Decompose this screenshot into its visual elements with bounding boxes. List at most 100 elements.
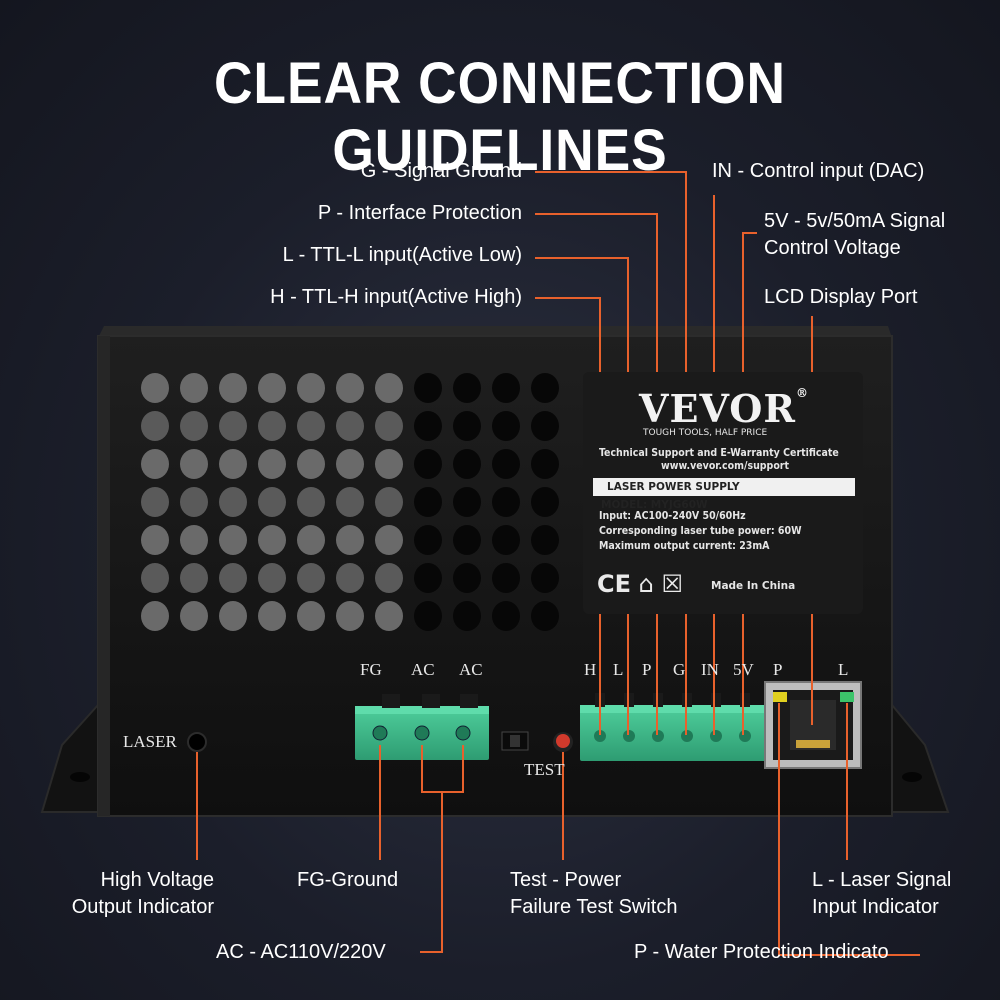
vent-hole [180,449,208,479]
vent-hole [180,487,208,517]
vent-hole [492,601,520,631]
vent-hole [375,525,403,555]
certification-icons: CE ⌂ ☒ [597,570,683,598]
vent-hole [492,411,520,441]
test-label: TEST [524,760,565,779]
terminal-screw [652,730,664,742]
vent-hole [258,411,286,441]
terminal-screw [623,730,635,742]
vent-hole [141,487,169,517]
vent-hole [180,373,208,403]
led-label-p: P [773,660,783,679]
vent-hole [531,373,559,403]
pin-label-5v: 5V [733,660,754,679]
vent-hole [141,411,169,441]
vent-hole [375,487,403,517]
callout-hv-line2: Output Indicator [71,896,214,918]
callout-test-line1: Test - Power [510,869,622,891]
callout-test-line2: Failure Test Switch [510,896,678,918]
page-title: CLEAR CONNECTION GUIDELINES [213,51,787,183]
pin-label-h: H [584,660,597,679]
vent-hole [336,563,364,593]
product-bar: LASER POWER SUPPLY MODEL: MYJG60W [593,478,855,511]
spec-tube-power: Corresponding laser tube power: 60W [599,525,802,537]
vent-hole [414,563,442,593]
home-icon: ⌂ [638,570,654,598]
vent-hole [219,449,247,479]
vent-hole [453,449,481,479]
mounting-flange-right [886,702,950,813]
callout-hv-line1: High Voltage [100,869,214,891]
callout-l-ttl-low: L - TTL-L input(Active Low) [282,244,522,266]
vent-hole [375,411,403,441]
vent-hole [180,411,208,441]
led-label-l: L [838,660,849,679]
vent-hole [258,449,286,479]
pin-label-ac1: AC [411,660,435,679]
vent-hole [453,563,481,593]
vent-hole [219,487,247,517]
ce-mark-icon: CE [597,570,632,598]
vent-hole [492,487,520,517]
callout-l-laser-line1: L - Laser Signal [812,869,952,891]
vent-hole [141,601,169,631]
callout-5v-line1: 5V - 5v/50mA Signal [764,210,946,232]
vent-hole [531,563,559,593]
vent-hole [258,487,286,517]
spec-input: Input: AC100-240V 50/60Hz [599,510,746,522]
pin-label-p: P [642,660,652,679]
vent-hole [375,373,403,403]
vent-hole [258,373,286,403]
vent-hole [336,601,364,631]
made-in: Made In China [711,580,796,592]
pin-label-fg: FG [360,660,382,679]
vent-hole [297,525,325,555]
callout-5v-line2: Control Voltage [764,237,901,259]
callout-fg-ground: FG-Ground [297,869,399,891]
callout-l-laser-line2: Input Indicator [812,896,939,918]
vent-hole [141,563,169,593]
vent-hole [336,411,364,441]
weee-bin-icon: ☒ [661,570,684,598]
vent-hole [453,601,481,631]
vent-hole [531,601,559,631]
vent-hole [297,449,325,479]
vent-hole [219,373,247,403]
vent-hole [141,449,169,479]
vent-hole [141,525,169,555]
vent-hole [492,563,520,593]
power-terminal-block [355,694,489,760]
callout-in-control-input: IN - Control input (DAC) [712,160,925,182]
vent-hole [258,563,286,593]
vent-hole [414,601,442,631]
vent-hole [141,373,169,403]
terminal-screw [594,730,606,742]
vent-hole [336,487,364,517]
vent-hole [453,525,481,555]
vent-hole [492,373,520,403]
callout-g-signal-ground: G - Signal Ground [360,160,522,182]
vent-hole [258,525,286,555]
callout-p-water: P - Water Protection Indicato [634,941,889,963]
vent-hole [297,601,325,631]
vent-hole [414,449,442,479]
terminal-slot [740,693,750,707]
pin-label-g: G [673,660,686,679]
vent-hole [492,525,520,555]
vent-hole [375,563,403,593]
vent-hole [180,525,208,555]
brand-slogan: TOUGH TOOLS, HALF PRICE [643,428,768,438]
pin-label-in: IN [701,660,719,679]
vent-hole [453,487,481,517]
vent-hole [297,563,325,593]
model-number: MODEL: MYJG60W [601,499,708,511]
vent-hole [297,487,325,517]
vent-hole [219,411,247,441]
vent-hole [297,373,325,403]
vent-hole [258,601,286,631]
leader-ac [420,792,443,953]
vent-hole [531,449,559,479]
vent-hole [297,411,325,441]
vent-hole [219,563,247,593]
vent-hole [219,601,247,631]
